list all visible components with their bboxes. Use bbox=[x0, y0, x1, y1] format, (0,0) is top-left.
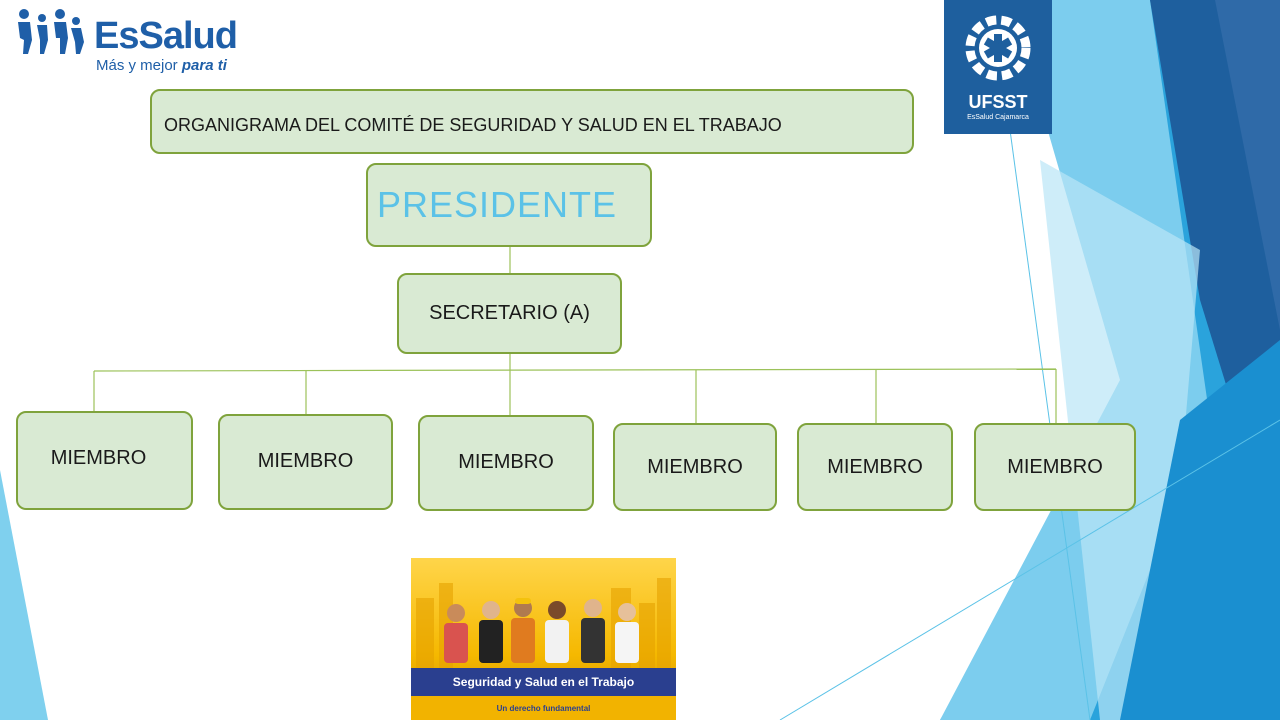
member-box-4: MIEMBRO bbox=[613, 423, 777, 511]
ufsst-badge: UFSST EsSalud Cajamarca bbox=[944, 0, 1052, 134]
member-label: MIEMBRO bbox=[257, 449, 354, 472]
badge-subtitle: EsSalud Cajamarca bbox=[967, 114, 1029, 121]
banner-subtitle-strip: Un derecho fundamental bbox=[411, 696, 676, 720]
city-skyline-illustration bbox=[416, 578, 671, 668]
member-label: MIEMBRO bbox=[647, 455, 743, 478]
badge-title: UFSST bbox=[968, 92, 1028, 112]
essalud-logo: EsSalud Más y mejor para ti bbox=[14, 6, 244, 80]
banner-title: Seguridad y Salud en el Trabajo bbox=[452, 675, 635, 689]
member-label: MIEMBRO bbox=[1007, 455, 1103, 478]
member-box-1: MIEMBRO bbox=[16, 411, 193, 510]
chart-title: ORGANIGRAMA DEL COMITÉ DE SEGURIDAD Y SA… bbox=[150, 89, 914, 154]
member-box-3: MIEMBRO bbox=[418, 415, 594, 511]
tagline-plain: Más y mejor bbox=[96, 57, 182, 74]
member-label: MIEMBRO bbox=[458, 450, 554, 473]
tagline-bold: para ti bbox=[181, 57, 227, 74]
member-label: MIEMBRO bbox=[827, 455, 923, 478]
secretary-box: SECRETARIO (A) bbox=[397, 273, 622, 354]
member-box-5: MIEMBRO bbox=[797, 423, 953, 511]
brand-tagline: Más y mejor para ti bbox=[96, 57, 227, 74]
president-box: PRESIDENTE bbox=[366, 163, 652, 247]
president-label: PRESIDENTE bbox=[376, 184, 618, 225]
member-label: MIEMBRO bbox=[50, 447, 147, 469]
gear-star-of-life-icon bbox=[965, 15, 1031, 81]
banner-subtitle: Un derecho fundamental bbox=[496, 703, 591, 713]
banner-title-strip: Seguridad y Salud en el Trabajo bbox=[411, 668, 676, 696]
member-box-6: MIEMBRO bbox=[974, 423, 1136, 511]
brand-name: EsSalud bbox=[94, 15, 238, 57]
family-icon bbox=[18, 9, 84, 54]
secretary-label: SECRETARIO (A) bbox=[429, 302, 590, 324]
member-box-2: MIEMBRO bbox=[218, 414, 393, 510]
safety-banner-image: Seguridad y Salud en el Trabajo Un derec… bbox=[411, 558, 676, 720]
chart-title-text: ORGANIGRAMA DEL COMITÉ DE SEGURIDAD Y SA… bbox=[164, 115, 782, 135]
